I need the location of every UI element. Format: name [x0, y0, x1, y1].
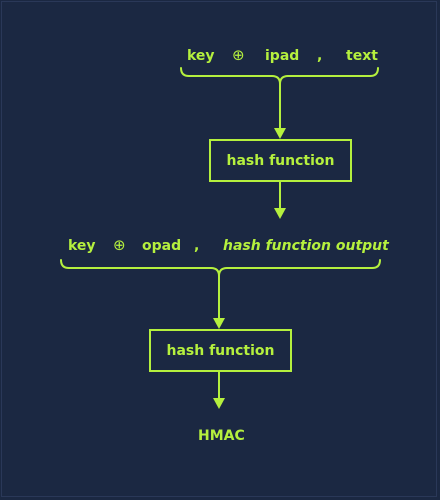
outer-pad-label: opad — [142, 238, 182, 254]
hmac-result-label: HMAC — [198, 428, 245, 444]
outer-input-brace — [60, 259, 381, 277]
inner-hash-box: hash function — [209, 139, 352, 182]
arrowhead — [274, 128, 286, 139]
outer-separator: , — [194, 238, 200, 254]
outer-key-label: key — [68, 238, 96, 254]
inner-message-label: text — [346, 48, 378, 64]
inner-xor-operator: ⊕ — [232, 46, 245, 64]
inner-hash-label: hash function — [226, 152, 335, 169]
outer-xor-operator: ⊕ — [113, 236, 126, 254]
arrowhead — [213, 398, 225, 409]
arrowhead — [274, 208, 286, 219]
outer-message-label: hash function output — [223, 238, 389, 254]
outer-hash-label: hash function — [166, 342, 275, 359]
outer-hash-box: hash function — [149, 329, 292, 372]
inner-key-label: key — [187, 48, 215, 64]
arrowhead — [213, 318, 225, 329]
inner-pad-label: ipad — [265, 48, 300, 64]
inner-input-brace — [180, 67, 379, 85]
inner-separator: , — [317, 48, 323, 64]
